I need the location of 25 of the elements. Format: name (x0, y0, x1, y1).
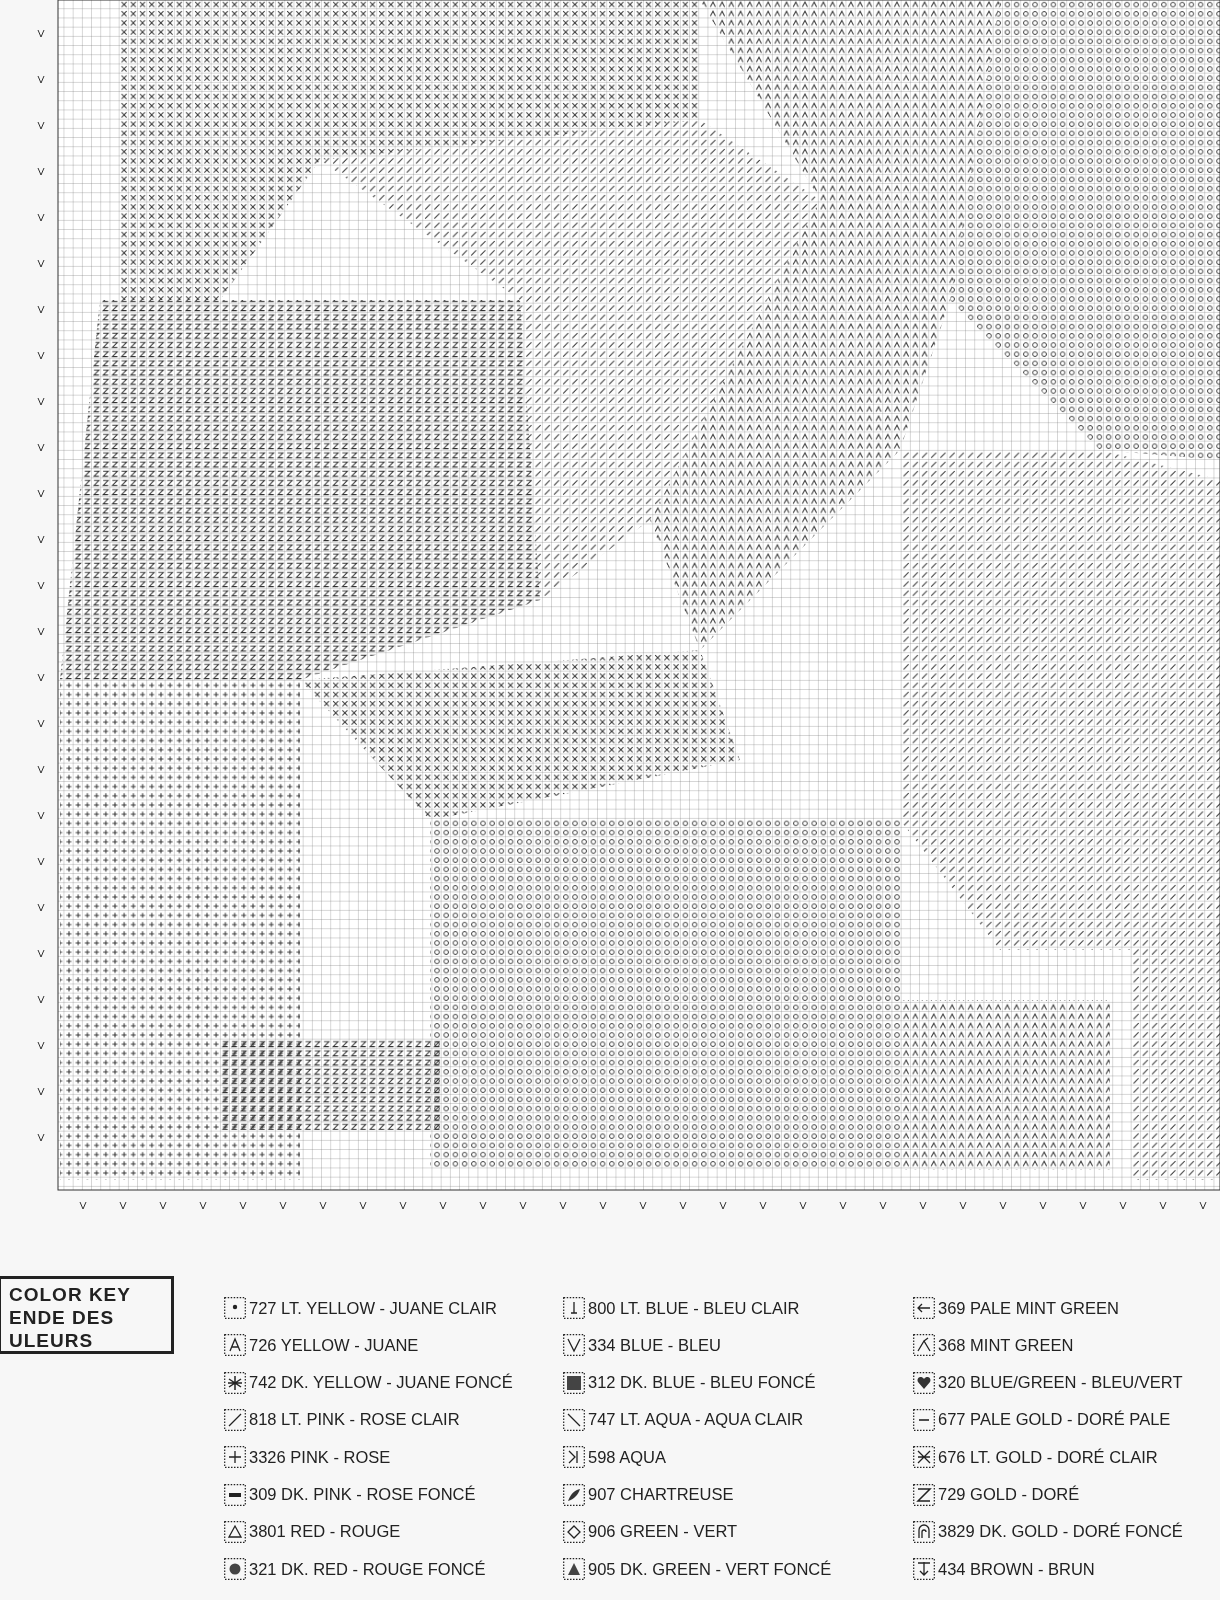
legend-text: 726 YELLOW - JUANE (249, 1335, 419, 1355)
legend-text: 334 BLUE - BLEU (588, 1335, 721, 1355)
legend-text: 369 PALE MINT GREEN (938, 1298, 1119, 1318)
legend-text: 312 DK. BLUE - BLEU FONCÉ (588, 1373, 816, 1393)
color-key-heading: COLOR KEY ENDE DES ULEURS (0, 1276, 174, 1354)
legend-text: 3326 PINK - ROSE (249, 1447, 391, 1467)
legend-text: 3829 DK. GOLD - DORÉ FONCÉ (938, 1522, 1183, 1542)
legend-text: 309 DK. PINK - ROSE FONCÉ (249, 1485, 476, 1504)
legend-text: 368 MINT GREEN (938, 1335, 1074, 1355)
legend-text: 677 PALE GOLD - DORÉ PALE (938, 1410, 1171, 1430)
legend-text: 818 LT. PINK - ROSE CLAIR (249, 1410, 460, 1430)
legend-text: 727 LT. YELLOW - JUANE CLAIR (249, 1298, 497, 1318)
legend-text: 800 LT. BLUE - BLEU CLAIR (588, 1298, 800, 1318)
legend-text: 729 GOLD - DORÉ (938, 1485, 1080, 1504)
legend-text: 907 CHARTREUSE (588, 1485, 734, 1504)
legend-text: 906 GREEN - VERT (588, 1522, 738, 1542)
legend-text: 3801 RED - ROUGE (249, 1522, 401, 1542)
legend-text: 747 LT. AQUA - AQUA CLAIR (588, 1410, 804, 1430)
legend-text: 434 BROWN - BRUN (938, 1559, 1095, 1579)
legend-text: 320 BLUE/GREEN - BLEU/VERT (938, 1373, 1183, 1393)
legend-text: 676 LT. GOLD - DORÉ CLAIR (938, 1447, 1158, 1467)
legend-text: 321 DK. RED - ROUGE FONCÉ (249, 1559, 486, 1579)
legend-text: 598 AQUA (588, 1447, 666, 1467)
legend-text: 742 DK. YELLOW - JUANE FONCÉ (249, 1373, 513, 1393)
legend-text: 905 DK. GREEN - VERT FONCÉ (588, 1559, 832, 1579)
